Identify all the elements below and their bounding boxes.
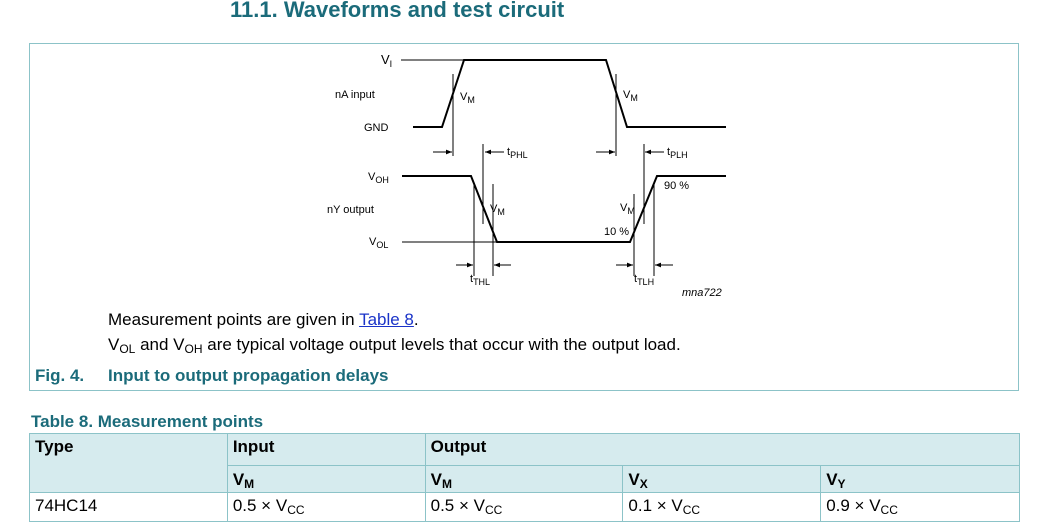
- cell-output-vm: 0.5 × VCC: [424, 492, 624, 522]
- table-8-link[interactable]: Table 8: [359, 310, 414, 329]
- header-input-vm: VM: [226, 465, 426, 493]
- label-ny-output: nY output: [327, 204, 374, 216]
- output-waveform: [402, 175, 726, 243]
- header-vx: VX: [622, 465, 822, 493]
- label-gnd: GND: [364, 122, 389, 134]
- measurement-points-table: Type Input Output VM VM VX VY 74HC14 0.5…: [29, 433, 1021, 522]
- table-row: 74HC14 0.5 × VCC 0.5 × VCC 0.1 × VCC 0.9…: [29, 492, 1020, 522]
- table-title: Table 8. Measurement points: [31, 412, 264, 431]
- header-input: Input: [226, 433, 426, 466]
- table-header-row: Type Input Output: [29, 433, 1021, 493]
- label-vol: VOL: [369, 236, 388, 250]
- cell-input-vm: 0.5 × VCC: [226, 492, 426, 522]
- label-tplh: tPLH: [667, 146, 688, 160]
- label-voh: VOH: [368, 171, 389, 185]
- label-tthl: tTHL: [470, 273, 490, 287]
- label-10-percent: 10 %: [604, 226, 629, 238]
- label-90-percent: 90 %: [664, 180, 689, 192]
- label-ttlh: tTLH: [634, 273, 654, 287]
- note-measurement-points: Measurement points are given in Table 8.: [108, 310, 419, 329]
- label-na-input: nA input: [335, 89, 375, 101]
- waveform-diagram: VI nA input GND VM VM tPHL tPLH VOH nY o…: [327, 52, 726, 299]
- header-vy: VY: [820, 465, 1020, 493]
- note-vol-voh: VOL and VOH are typical voltage output l…: [108, 335, 681, 356]
- figure-caption: Fig. 4.Input to output propagation delay…: [35, 366, 389, 385]
- cell-vy: 0.9 × VCC: [820, 492, 1020, 522]
- figure-box: VI nA input GND VM VM tPHL tPLH VOH nY o…: [29, 43, 1019, 391]
- cell-type: 74HC14: [29, 492, 228, 522]
- input-waveform: [413, 59, 726, 128]
- section-title: 11.1. Waveforms and test circuit: [230, 0, 565, 22]
- label-vm-output-rise: VM: [620, 202, 635, 216]
- cell-vx: 0.1 × VCC: [622, 492, 822, 522]
- label-tphl: tPHL: [507, 146, 528, 160]
- label-vm-input-fall: VM: [460, 91, 475, 105]
- header-type: Type: [29, 433, 228, 493]
- label-vm-output-fall: VM: [490, 203, 505, 217]
- table-subheader-row: VM VM VX VY: [30, 465, 1020, 493]
- header-output: Output: [424, 433, 1021, 466]
- label-vi: VI: [381, 52, 392, 69]
- label-vm-input-rise: VM: [623, 89, 638, 103]
- figure-code: mna722: [682, 287, 722, 299]
- header-output-vm: VM: [424, 465, 624, 493]
